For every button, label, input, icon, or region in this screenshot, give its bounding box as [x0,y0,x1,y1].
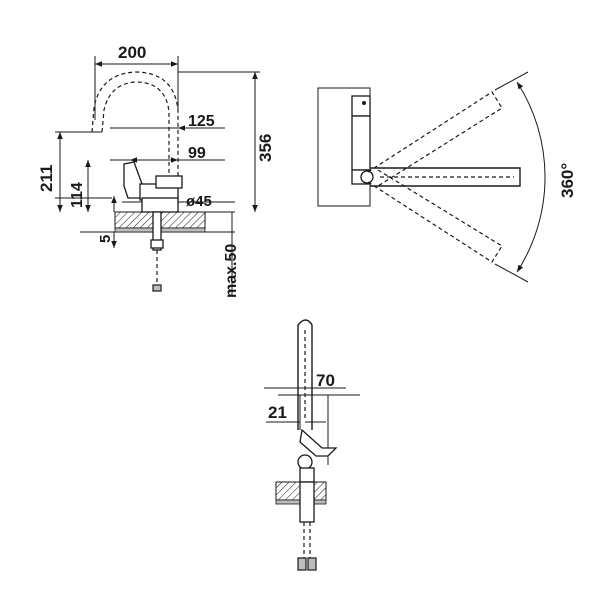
pivot-point [360,170,374,184]
spout-column [297,319,313,430]
dim-max50-label: max.50 [223,244,240,298]
lever-handle-front [299,428,338,457]
dim-200-label: 200 [118,43,146,62]
dim-rotation-label: 360° [558,163,577,198]
dim-21-label: 21 [268,403,287,422]
dim-99-label: 99 [188,145,206,162]
dim-114-label: 114 [69,182,86,208]
spout-arm-rotated-up [367,91,503,187]
front-view: 70 21 [264,319,360,571]
side-view: 200 125 99 ø45 356 211 114 5 max.50 [37,43,275,298]
dim-diameter-label: ø45 [186,193,212,210]
spout-arm-rotated-down [367,169,503,263]
spout-outline-inner [101,81,170,185]
top-view: 360° [317,71,577,283]
lever-handle [123,161,143,199]
dim-125-label: 125 [188,113,215,130]
dim-70-label: 70 [316,371,335,390]
dim-356-label: 356 [256,134,275,162]
rotation-arc [516,81,546,273]
spout-outline-outer [91,71,179,185]
lever-knob [297,454,313,470]
dim-5-label: 5 [97,235,114,243]
dim-211-label: 211 [37,165,56,192]
